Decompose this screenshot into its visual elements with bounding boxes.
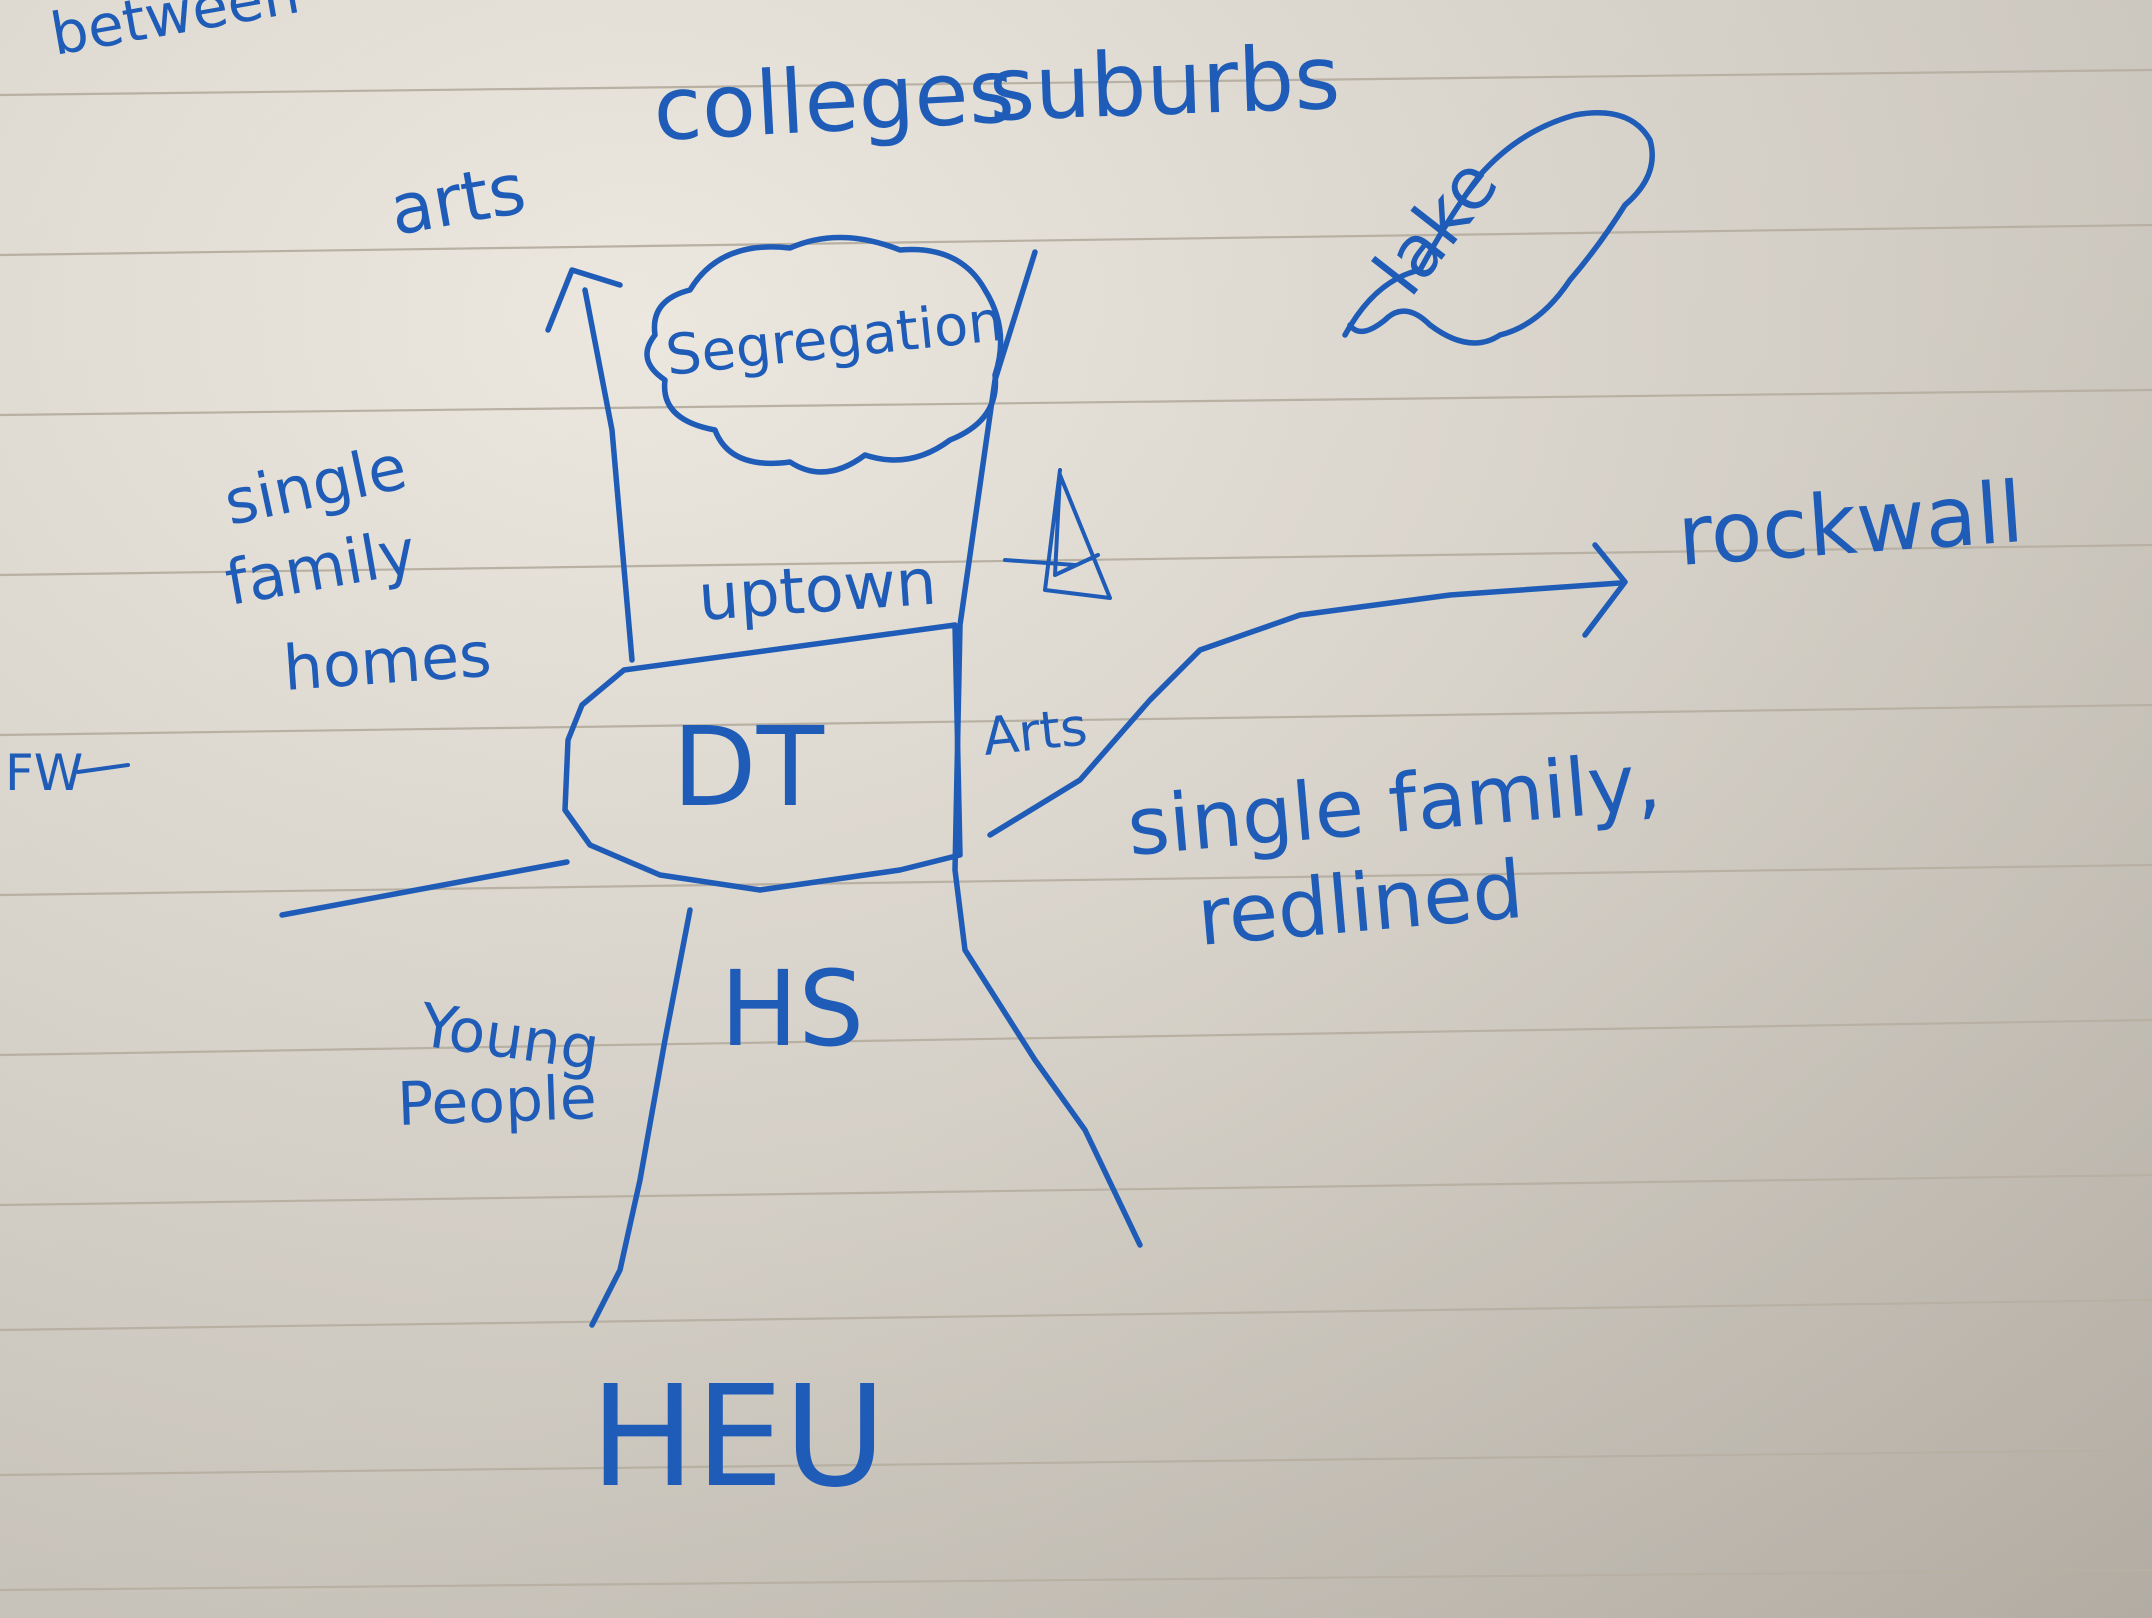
label-young-people-line2: People xyxy=(396,1063,598,1140)
map-sketch-strokes xyxy=(279,110,1655,1328)
rockwall-road xyxy=(987,580,1623,838)
label-dt: DT xyxy=(672,703,825,831)
lake-outline xyxy=(1342,110,1655,346)
label-colleges: colleges xyxy=(651,39,1017,161)
star-mark xyxy=(1043,468,1112,600)
downtown-outline xyxy=(562,622,963,893)
small-arrow xyxy=(1003,558,1077,567)
east-vertical-line xyxy=(952,249,1143,1248)
west-road xyxy=(279,859,570,918)
label-suburbs: suburbs xyxy=(987,26,1342,141)
label-fw: FW xyxy=(5,744,83,802)
rockwall-arrowhead xyxy=(1582,542,1628,638)
north-arrowhead xyxy=(545,267,623,333)
north-arrow-line xyxy=(582,287,635,663)
label-single-family-homes-line3: homes xyxy=(281,618,494,705)
fw-dash xyxy=(76,763,130,774)
south-road xyxy=(589,907,693,1328)
label-rockwall: rockwall xyxy=(1675,463,2027,585)
label-heu: HEU xyxy=(590,1356,886,1519)
label-hs: HS xyxy=(720,948,864,1070)
ruled-lines xyxy=(0,68,2152,1592)
label-uptown: uptown xyxy=(696,546,939,636)
segregation-cloud xyxy=(644,234,1004,475)
label-arts-district: Arts xyxy=(980,697,1090,768)
